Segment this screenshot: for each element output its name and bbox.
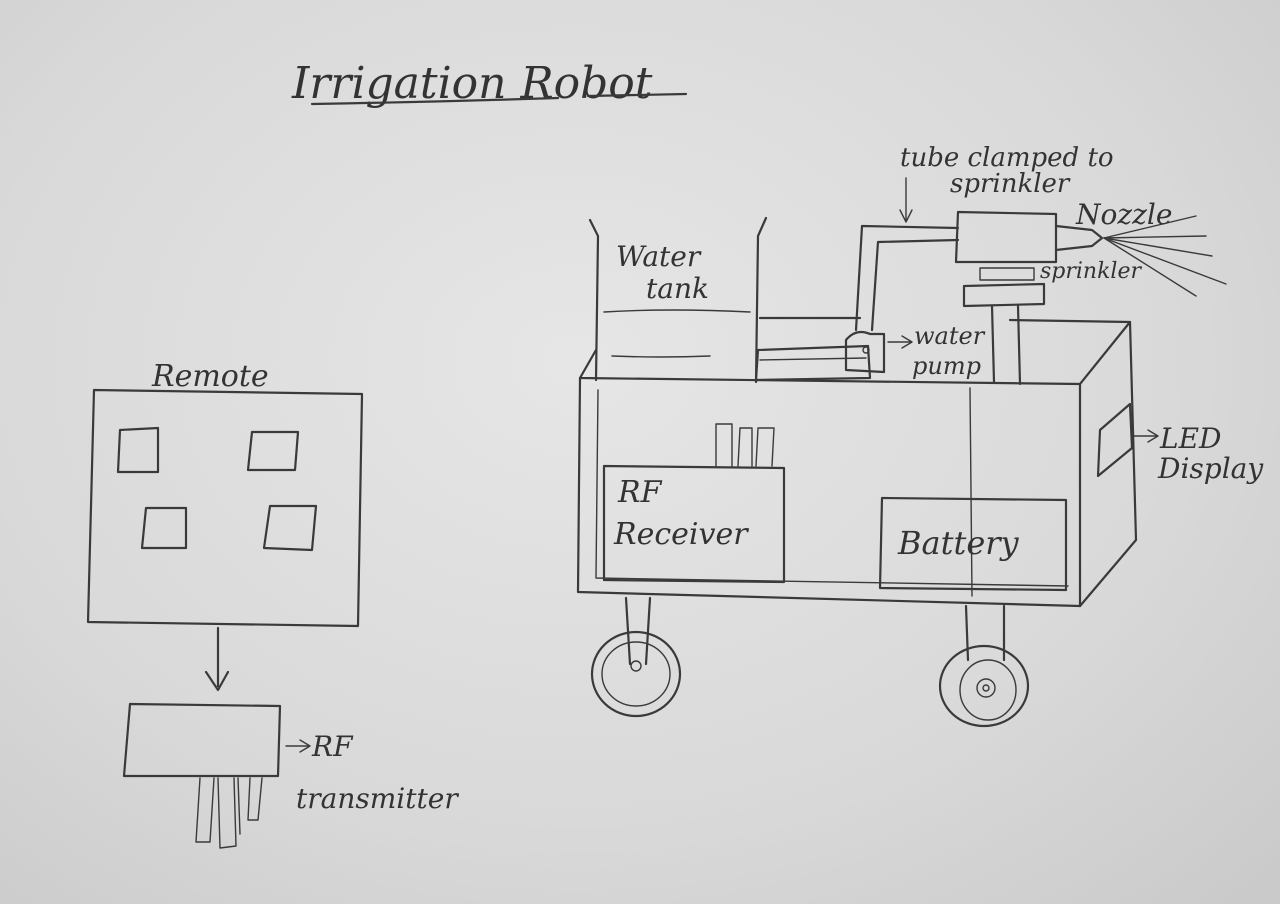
title-underline-2: [586, 92, 688, 98]
tube: [854, 224, 960, 332]
water-pump-arrow: [887, 335, 913, 349]
spray-line-3: [1103, 237, 1213, 257]
rear-wheel: [938, 604, 1030, 728]
battery-label: Battery: [897, 524, 1020, 562]
sprinkler-mount-plate-2: [962, 282, 1046, 308]
remote-button-4: [262, 504, 318, 552]
water-spray: [1103, 215, 1227, 297]
remote-body: [86, 388, 364, 628]
water-pump-label-1: water: [914, 322, 986, 350]
water-tank-label-2: tank: [646, 272, 709, 305]
tube-arrow: [899, 177, 913, 223]
nozzle: [1054, 224, 1104, 252]
sprinkler-label: sprinkler: [1040, 259, 1142, 284]
rf-receiver-antenna: [715, 423, 775, 467]
cart-top: [578, 316, 1132, 386]
spray-line-1: [1103, 215, 1197, 239]
sprinkler-post: [990, 304, 1022, 386]
antenna-leg-3: [237, 777, 241, 835]
water-tank: [588, 216, 768, 384]
water-tank-label-1: Water: [616, 240, 702, 273]
receiver-antenna-2: [737, 427, 753, 467]
spray-line-5: [1103, 237, 1197, 297]
front-wheel-rim: [601, 641, 671, 707]
pump-platform: [754, 344, 872, 382]
spray-line-2: [1103, 235, 1207, 239]
receiver-antenna-3: [755, 427, 775, 467]
water-pump-label-2: pump: [912, 352, 981, 380]
led-display: [1096, 402, 1134, 478]
water-level-line-1: [603, 309, 751, 313]
water-pump: [844, 330, 886, 374]
cart-inner-front: [595, 389, 1069, 587]
tube-label-2: sprinkler: [950, 169, 1071, 199]
led-label-2: Display: [1157, 452, 1264, 485]
front-wheel: [590, 596, 682, 718]
pump-shaft: [862, 346, 870, 354]
title-underline-1: [310, 96, 560, 106]
rf-receiver-box: [602, 464, 786, 584]
front-wheel-tire: [590, 630, 682, 718]
remote-button-2: [246, 430, 300, 472]
rf-transmitter-label-1: RF: [311, 730, 354, 763]
rear-wheel-hub: [976, 678, 996, 698]
rf-receiver-label-2: Receiver: [613, 517, 749, 552]
cart-side: [1078, 320, 1138, 608]
sprinkler-mount-plate-1: [979, 267, 1035, 281]
antenna-leg-4: [247, 777, 263, 821]
led-arrow: [1133, 429, 1159, 443]
rf-transmitter-arrow: [285, 739, 311, 753]
remote-button-3: [140, 506, 188, 550]
cart-divider: [969, 387, 973, 597]
rf-transmitter-label-2: transmitter: [296, 782, 459, 815]
rear-wheel-axle: [982, 684, 990, 692]
remote-button-1: [116, 426, 160, 474]
front-wheel-hub: [630, 660, 642, 672]
antenna-leg-2: [217, 777, 237, 849]
battery-box: [878, 496, 1068, 592]
rear-wheel-rim: [959, 659, 1017, 721]
cart-front: [576, 376, 1082, 608]
receiver-antenna-1: [715, 423, 733, 467]
rf-receiver-label-1: RF: [617, 475, 663, 510]
remote-label: Remote: [151, 359, 269, 394]
rear-wheel-tire: [938, 644, 1030, 728]
front-wheel-fork: [624, 596, 652, 666]
nozzle-label: Nozzle: [1075, 198, 1172, 231]
rf-transmitter-antenna: [195, 777, 263, 849]
tube-label-1: tube clamped to: [900, 143, 1114, 173]
spray-line-4: [1103, 237, 1227, 285]
remote-buttons: [116, 426, 318, 552]
led-label-1: LED: [1159, 422, 1221, 455]
water-level-line-2: [611, 355, 711, 358]
pump-platform-inner: [759, 357, 867, 361]
rear-wheel-fork: [964, 604, 1006, 662]
remote-to-transmitter-arrow: [204, 626, 230, 692]
antenna-leg-1: [195, 777, 215, 843]
rf-transmitter-box: [122, 702, 282, 778]
sprinkler-body: [954, 210, 1058, 264]
